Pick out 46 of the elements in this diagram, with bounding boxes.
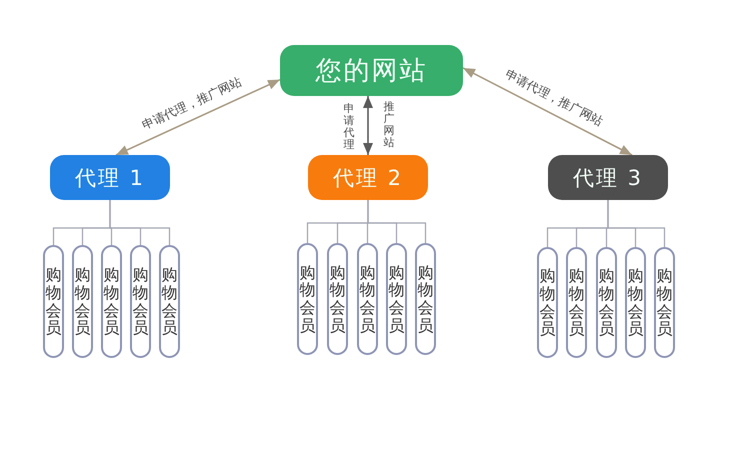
member-label: 购物会员 — [598, 267, 614, 338]
member-pill — [357, 243, 378, 355]
double-arrow — [462, 67, 632, 156]
member-label: 购物会员 — [132, 266, 148, 337]
member-pill — [654, 247, 675, 358]
member-pill — [386, 243, 407, 355]
member-pill — [327, 243, 348, 355]
agent-box — [548, 155, 668, 200]
member-label: 购物会员 — [162, 266, 178, 337]
double-arrow — [116, 78, 280, 156]
website-box — [280, 45, 463, 96]
member-pill — [596, 247, 617, 358]
node-title: 代理 2 — [332, 164, 404, 192]
connector-line — [367, 200, 426, 243]
member-pill — [130, 245, 151, 358]
node-title: 代理 1 — [74, 164, 146, 192]
member-pill — [72, 245, 93, 358]
connector-line — [607, 200, 666, 247]
member-label: 购物会员 — [540, 267, 556, 338]
member-label: 购物会员 — [628, 267, 644, 338]
member-label: 购物会员 — [360, 264, 376, 334]
member-label: 购物会员 — [104, 266, 120, 337]
agent-box — [50, 155, 170, 200]
member-label: 购物会员 — [568, 267, 584, 338]
member-label: 购物会员 — [46, 266, 62, 337]
double-arrow — [363, 96, 373, 155]
member-pill — [537, 247, 558, 358]
member-label: 购物会员 — [418, 264, 434, 334]
member-label: 购物会员 — [300, 264, 316, 334]
member-pill — [566, 247, 587, 358]
member-label: 购物会员 — [74, 266, 90, 337]
member-label: 购物会员 — [330, 264, 346, 334]
node-title: 您的网站 — [316, 55, 428, 88]
member-pill — [43, 245, 64, 358]
member-pill — [415, 243, 436, 355]
side-label: 推广网站 — [384, 100, 394, 150]
member-label: 购物会员 — [388, 264, 404, 334]
member-pill — [297, 243, 318, 355]
member-pill — [159, 245, 180, 358]
edge-label: 申请代理 — [344, 102, 354, 151]
agent-box — [308, 155, 428, 200]
member-pill — [625, 247, 646, 358]
member-label: 购物会员 — [656, 267, 672, 338]
member-pill — [101, 245, 122, 358]
node-title: 代理 3 — [572, 164, 644, 192]
connector-line — [109, 200, 170, 245]
